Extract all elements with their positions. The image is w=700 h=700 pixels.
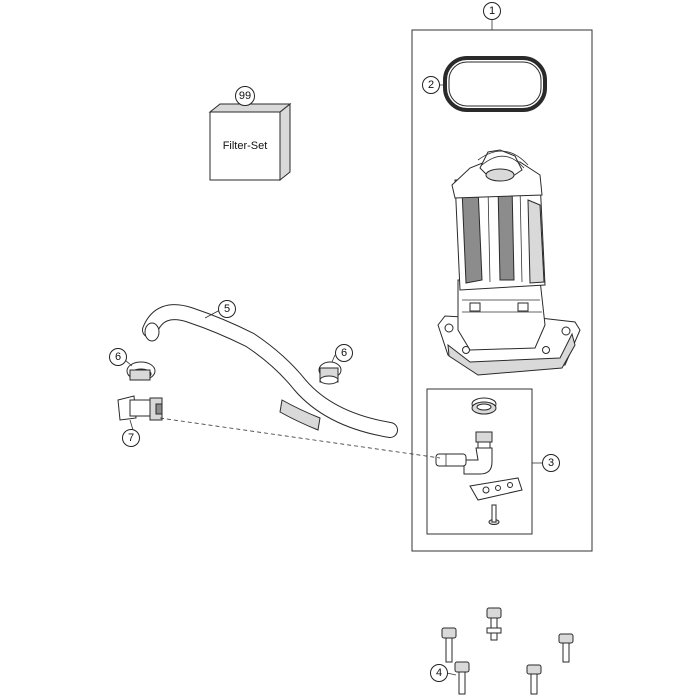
connection-dashed-line — [159, 417, 441, 459]
hose-clamp-left-part — [126, 361, 156, 381]
svg-text:6: 6 — [341, 347, 347, 359]
filter-set-box: Filter-Set — [208, 102, 292, 182]
callout-6-left: 6 — [109, 348, 127, 366]
leader-4 — [446, 672, 457, 676]
elbow-connector-part — [435, 431, 493, 475]
svg-text:1: 1 — [489, 5, 495, 17]
callout-6-right: 6 — [335, 344, 353, 362]
filter-set-label: Filter-Set — [223, 140, 268, 152]
callout-99: 99 — [235, 86, 255, 106]
bolt-part — [441, 627, 457, 663]
callout-1: 1 — [483, 2, 501, 20]
callout-7: 7 — [122, 429, 140, 447]
svg-text:6: 6 — [115, 351, 121, 363]
leader-6a — [124, 359, 133, 367]
svg-text:5: 5 — [224, 303, 230, 315]
callout-4: 4 — [430, 664, 448, 682]
leader-7 — [129, 419, 134, 431]
fuel-pump-part — [437, 149, 581, 376]
svg-text:99: 99 — [239, 90, 251, 102]
callout-2: 2 — [422, 76, 440, 94]
hose-clamp-right-part — [318, 361, 342, 385]
bolt-part — [526, 664, 542, 695]
svg-text:7: 7 — [128, 432, 134, 444]
small-screw-part — [488, 504, 500, 525]
callout-5: 5 — [218, 300, 236, 318]
quick-connector-part — [117, 395, 163, 421]
fuel-hose-part — [142, 304, 398, 438]
bolt-part — [558, 633, 574, 663]
assembly-1-frame — [411, 29, 593, 552]
leader-5 — [204, 309, 221, 319]
gasket-ring-part — [443, 56, 547, 112]
svg-text:4: 4 — [436, 667, 442, 679]
bracket-plate-part — [469, 477, 523, 501]
o-ring-part — [471, 397, 497, 415]
bolt-part — [454, 661, 470, 695]
svg-text:2: 2 — [428, 79, 434, 91]
bolt-part — [486, 607, 502, 641]
svg-text:3: 3 — [548, 457, 554, 469]
callout-3: 3 — [542, 454, 560, 472]
leader-6b — [331, 354, 336, 363]
assembly-3-frame — [426, 388, 533, 535]
